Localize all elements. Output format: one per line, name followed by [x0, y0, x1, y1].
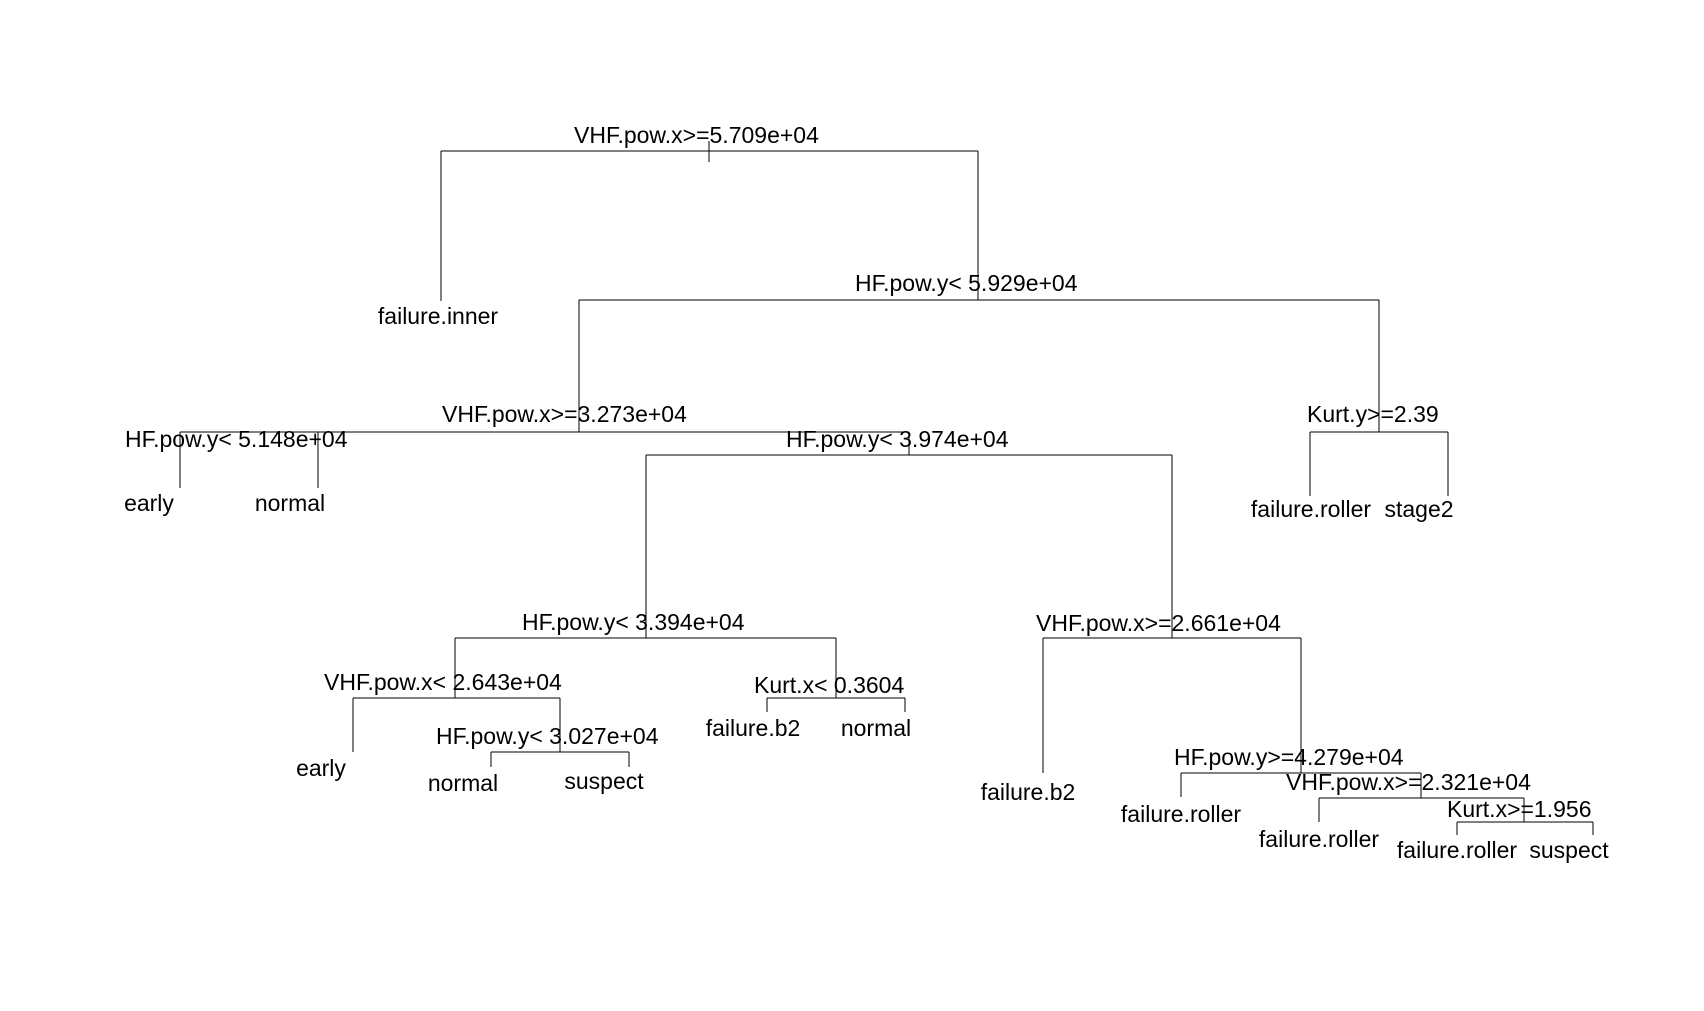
- split-label-s14: Kurt.x>=1.956: [1447, 796, 1592, 822]
- leaf-label-l10: normal: [841, 715, 911, 741]
- leaf-label-l3: stage2: [1384, 496, 1453, 522]
- leaf-label-l11: failure.b2: [981, 779, 1076, 805]
- leaf-label-l2: failure.roller: [1251, 496, 1371, 522]
- split-label-s1: VHF.pow.x>=5.709e+04: [574, 122, 819, 148]
- split-label-s12: HF.pow.y>=4.279e+04: [1174, 744, 1404, 770]
- leaf-label-l7: normal: [428, 770, 498, 796]
- split-label-s6: HF.pow.y< 3.974e+04: [786, 426, 1009, 452]
- leaf-label-l8: suspect: [564, 768, 644, 794]
- split-label-s11: HF.pow.y< 3.027e+04: [436, 723, 659, 749]
- leaf-label-l13: failure.roller: [1259, 826, 1379, 852]
- leaf-label-l6: early: [296, 755, 346, 781]
- split-label-s2: HF.pow.y< 5.929e+04: [855, 270, 1078, 296]
- tree-edges: [179, 141, 1594, 835]
- split-label-s5: HF.pow.y< 5.148e+04: [125, 426, 348, 452]
- split-label-s9: VHF.pow.x< 2.643e+04: [324, 669, 562, 695]
- leaf-label-l4: early: [124, 490, 174, 516]
- leaf-label-l5: normal: [255, 490, 325, 516]
- split-label-s7: HF.pow.y< 3.394e+04: [522, 609, 745, 635]
- leaf-label-l12: failure.roller: [1121, 801, 1241, 827]
- leaf-label-l15: suspect: [1529, 837, 1609, 863]
- leaf-label-l1: failure.inner: [378, 303, 499, 329]
- leaf-label-l9: failure.b2: [706, 715, 801, 741]
- split-label-s8: VHF.pow.x>=2.661e+04: [1036, 610, 1281, 636]
- split-label-s3: VHF.pow.x>=3.273e+04: [442, 401, 687, 427]
- split-label-s10: Kurt.x< 0.3604: [754, 672, 904, 698]
- leaf-label-l14: failure.roller: [1397, 837, 1517, 863]
- split-label-s4: Kurt.y>=2.39: [1307, 401, 1439, 427]
- split-label-s13: VHF.pow.x>=2.321e+04: [1286, 769, 1531, 795]
